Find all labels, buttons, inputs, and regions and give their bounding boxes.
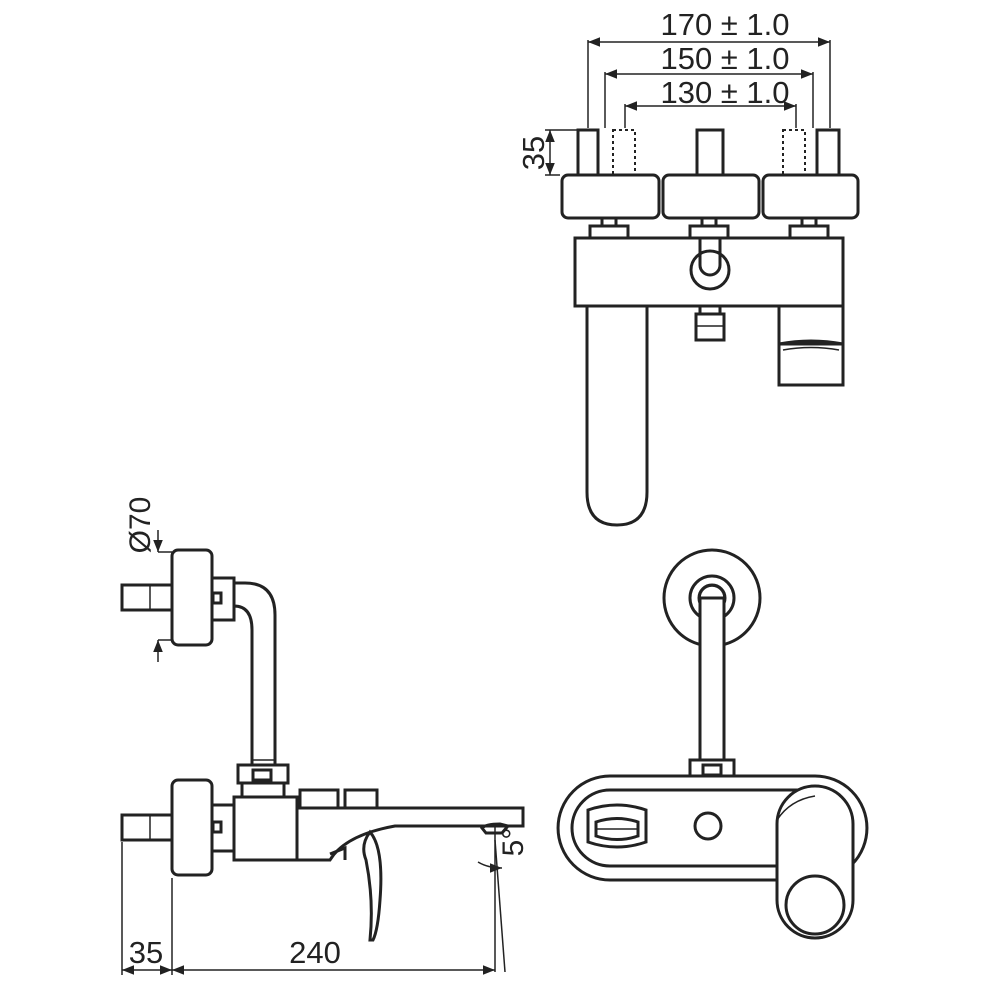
dim-130: 130 ± 1.0 (624, 75, 797, 128)
lever-side (362, 829, 383, 942)
lever-top (777, 304, 845, 387)
pipe-front (698, 585, 726, 762)
dim-150: 150 ± 1.0 (604, 41, 814, 128)
dim-170-label: 170 ± 1.0 (660, 7, 789, 42)
lower-flange (120, 778, 236, 877)
dim-angle-label: 5° (497, 828, 530, 857)
dim-angle: 5° (477, 826, 530, 973)
side-view: Ø70 (120, 497, 530, 975)
connection-pins (576, 128, 841, 177)
dim-170: 170 ± 1.0 (587, 7, 831, 128)
wall-flanges (560, 173, 860, 240)
dim-35-top-label: 35 (516, 136, 551, 170)
dim-150-label: 150 ± 1.0 (660, 41, 789, 76)
mixer-body-top (573, 236, 845, 342)
dim-35-bottom-label: 35 (129, 935, 163, 970)
dim-diameter-label: Ø70 (124, 497, 157, 554)
lever-front (775, 784, 855, 940)
connector-side (236, 763, 290, 799)
spout-outlet-front (586, 803, 648, 849)
dim-35-top: 35 (516, 129, 578, 176)
spout-top (585, 306, 649, 527)
dim-240-label: 240 (289, 935, 341, 970)
front-view (556, 548, 869, 940)
dim-diameter: Ø70 (124, 497, 172, 662)
upper-flange (120, 548, 236, 647)
mixer-body-side (232, 788, 525, 862)
pipe-side (233, 581, 277, 765)
top-view: 170 ± 1.0 150 ± 1.0 130 ± 1.0 35 (516, 7, 860, 527)
dim-130-label: 130 ± 1.0 (660, 75, 789, 110)
dim-bottom: 35 240 (121, 842, 495, 975)
